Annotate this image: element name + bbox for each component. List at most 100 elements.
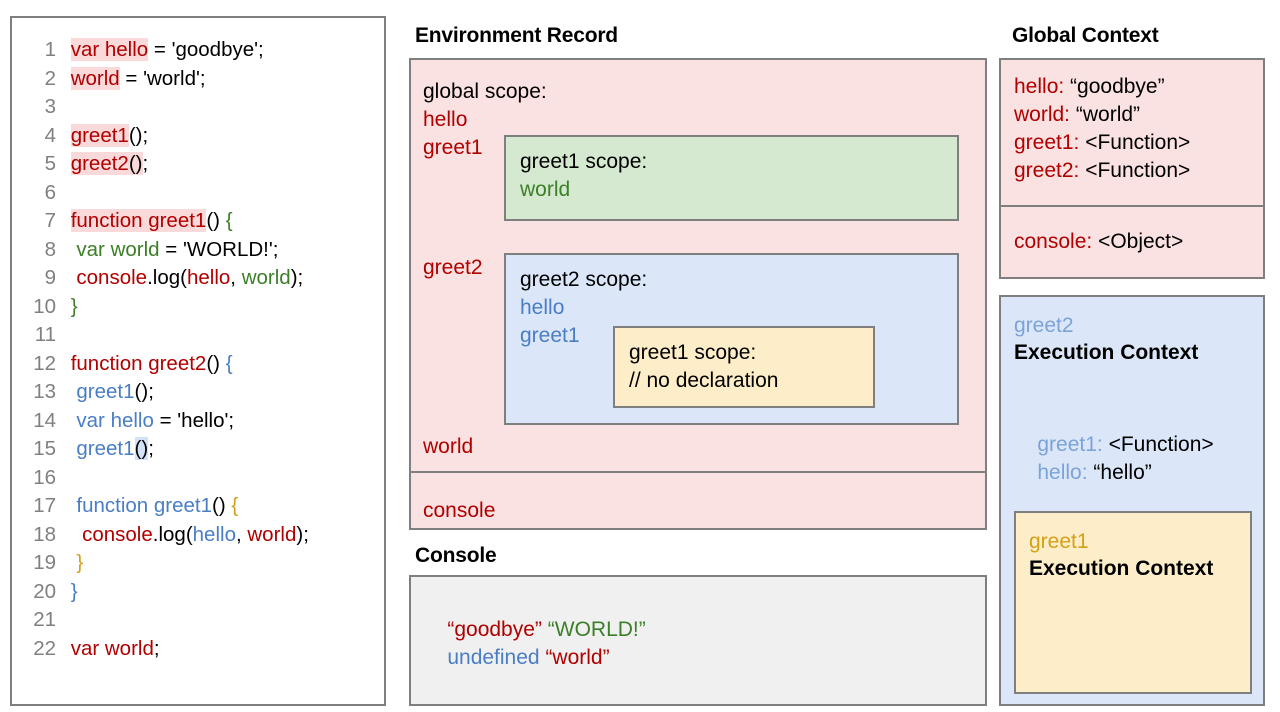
code-token: () xyxy=(206,351,226,375)
code-line-number: 11 xyxy=(34,323,56,346)
code-line: 12 function greet2() { xyxy=(12,350,384,379)
code-token: } xyxy=(76,551,84,574)
code-token: greet1 xyxy=(76,437,135,460)
code-line: 6 xyxy=(12,179,384,208)
code-line-number: 14 xyxy=(33,408,56,432)
global-context-row: hello: “goodbye” xyxy=(1014,74,1165,100)
global-context-value: <Function> xyxy=(1085,131,1191,154)
code-line: 5 greet2(); xyxy=(12,150,384,179)
global-context-objects-section: console: <Object> xyxy=(1001,207,1263,277)
code-token: var hello xyxy=(76,408,154,432)
code-token xyxy=(65,67,71,90)
global-binding-hello: hello xyxy=(423,108,468,131)
global-context-key: world: xyxy=(1014,103,1076,126)
greet2-execution-context-row: hello: “hello” xyxy=(1014,434,1152,512)
code-token: ); xyxy=(290,266,304,289)
code-token: , xyxy=(230,266,242,289)
code-line: 21 xyxy=(12,606,384,635)
code-token xyxy=(65,38,71,61)
code-line: 17 function greet1() { xyxy=(12,492,384,521)
code-line-number: 16 xyxy=(33,465,56,489)
code-line: 7 function greet1() { xyxy=(12,207,384,236)
greet2-ec-value: “hello” xyxy=(1093,461,1152,484)
code-line-number: 22 xyxy=(33,636,56,660)
code-line: 4 greet1(); xyxy=(12,122,384,151)
console-value-undefined: undefined xyxy=(447,646,546,669)
code-line: 2 world = 'world'; xyxy=(12,65,384,94)
code-token: function greet1 xyxy=(70,209,207,232)
code-token: } xyxy=(70,294,78,318)
code-token: = 'goodbye'; xyxy=(148,38,264,61)
code-token xyxy=(65,551,76,574)
console-value-goodbye: “goodbye” xyxy=(447,618,548,641)
code-token: greet2 xyxy=(70,152,129,175)
code-token: () xyxy=(134,437,149,460)
greet1-execution-context-panel: greet1 Execution Context xyxy=(1014,511,1252,694)
global-binding-world: world xyxy=(423,435,474,458)
global-context-value: “goodbye” xyxy=(1070,75,1165,98)
greet1-scope-heading: greet1 scope: xyxy=(520,150,648,173)
greet2-execution-context-name: greet2 xyxy=(1014,314,1074,337)
code-line-number: 9 xyxy=(44,266,56,289)
code-line: 20 } xyxy=(12,578,384,607)
code-line-number: 13 xyxy=(33,380,56,403)
code-token: .log( xyxy=(152,522,193,546)
code-token xyxy=(65,238,76,261)
code-line-number: 3 xyxy=(44,95,56,118)
global-context-key: greet1: xyxy=(1014,131,1086,154)
code-line: 3 xyxy=(12,93,384,122)
greet2-execution-context-row: greet1: <Function> xyxy=(1014,406,1213,484)
code-line-number: 1 xyxy=(44,38,56,61)
global-binding-greet2: greet2 xyxy=(423,256,483,279)
console-output-line: “goodbye” “WORLD!” xyxy=(424,591,646,669)
code-token: ; xyxy=(153,636,160,660)
code-token: function greet2 xyxy=(70,351,207,375)
code-token: = 'WORLD!'; xyxy=(159,237,279,261)
console-value-world-upper: “WORLD!” xyxy=(547,618,646,641)
environment-record-panel: global scope: hello greet1 greet2 world … xyxy=(409,58,987,530)
code-line: 10 } xyxy=(12,293,384,322)
greet1-scope-binding-world: world xyxy=(520,178,571,201)
code-token: = 'hello'; xyxy=(153,408,235,432)
global-context-value: <Object> xyxy=(1098,230,1184,253)
code-token: () xyxy=(128,152,143,175)
global-context-key: greet2: xyxy=(1014,159,1086,182)
code-token: function greet1 xyxy=(76,494,213,517)
code-token: var hello xyxy=(70,38,149,61)
global-context-value: “world” xyxy=(1075,103,1141,126)
code-line-list: 1 var hello = 'goodbye'; 2 world = 'world… xyxy=(12,36,384,663)
greet1-execution-context-name: greet1 xyxy=(1029,530,1089,553)
greet2-scope-binding-greet1: greet1 xyxy=(520,324,580,347)
console-output-panel[interactable]: “goodbye” “WORLD!” undefined “world” xyxy=(409,575,987,706)
greet1-inner-scope-note: // no declaration xyxy=(629,369,779,392)
code-token: greet1 xyxy=(70,123,129,147)
code-token: hello xyxy=(192,522,236,546)
code-editor-panel[interactable]: 1 var hello = 'goodbye'; 2 world = 'world… xyxy=(10,16,386,706)
global-context-variables-section: hello: “goodbye”world: “world”greet1: <F… xyxy=(1001,60,1263,207)
code-token: world xyxy=(247,522,297,546)
code-line: 9 console.log(hello, world); xyxy=(12,264,384,293)
code-token: var world xyxy=(76,237,160,261)
code-line: 18 console.log(hello, world); xyxy=(12,521,384,550)
code-token xyxy=(65,152,71,175)
console-value-world: “world” xyxy=(545,646,610,669)
code-token: .log( xyxy=(147,266,187,289)
environment-record-title: Environment Record xyxy=(415,24,618,47)
code-token: greet1 xyxy=(76,380,135,403)
code-line-number: 7 xyxy=(44,209,56,232)
code-token: world xyxy=(70,66,120,90)
global-context-row: greet1: <Function> xyxy=(1014,130,1190,156)
code-line-number: 19 xyxy=(33,551,56,574)
greet2-ec-key: greet1: xyxy=(1037,433,1109,456)
code-token: console xyxy=(82,522,153,546)
console-title: Console xyxy=(415,544,497,567)
environment-record-console-section: console xyxy=(411,473,985,528)
greet1-inner-scope-heading: greet1 scope: xyxy=(629,341,757,364)
code-token: world xyxy=(241,266,291,289)
code-token: { xyxy=(225,351,233,375)
global-context-row: world: “world” xyxy=(1014,102,1140,128)
code-token xyxy=(65,209,71,232)
global-context-key: console: xyxy=(1014,230,1099,253)
global-binding-greet1: greet1 xyxy=(423,136,483,159)
global-context-value: <Function> xyxy=(1085,159,1191,182)
